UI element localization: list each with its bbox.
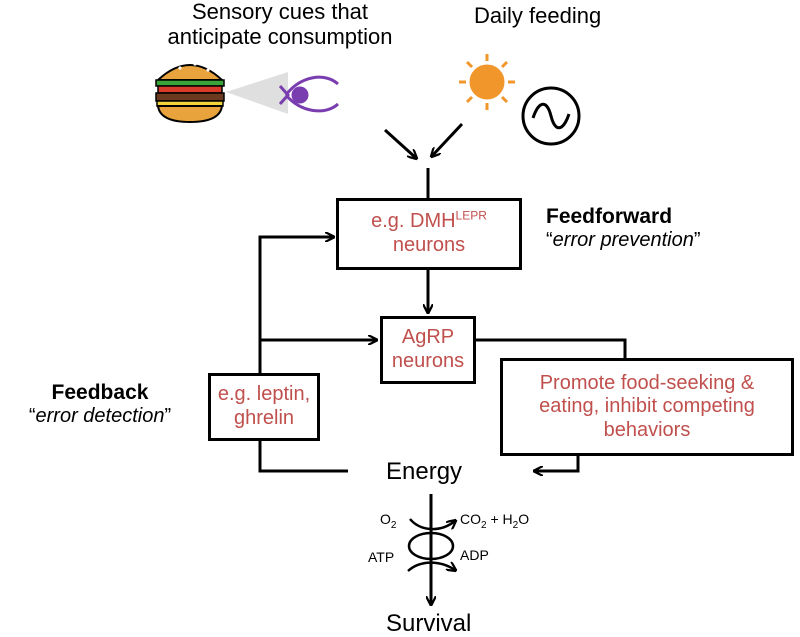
eye-icon [278, 75, 340, 113]
dmh-superscript: LEPR [455, 208, 487, 223]
co2-h2o-label: CO2 + H2O [460, 511, 530, 531]
sensory-cues-label: Sensory cues that anticipate consumption [167, 0, 393, 49]
arrow-promote-to-energy [535, 456, 580, 471]
leptin-line2: ghrelin [233, 407, 295, 429]
leptin-line1: e.g. leptin, [217, 383, 311, 406]
energy-label: Energy [386, 458, 463, 485]
dmh-prefix: e.g. DMH [371, 210, 456, 233]
dmh-neurons-box: e.g. DMHLEPR neurons [336, 198, 522, 270]
leptin-ghrelin-box: e.g. leptin, ghrelin [208, 373, 320, 441]
clock-wave-icon [521, 86, 581, 146]
feedforward-subtitle: “error prevention” [546, 228, 701, 251]
o2-to-co2-curve [409, 518, 455, 531]
metabolic-cycle-ellipse [407, 531, 455, 561]
agrp-line2: neurons [391, 350, 465, 372]
promote-line1: Promote food-seeking & [539, 371, 755, 394]
arrow-sensory-input [383, 128, 416, 158]
feedback-title: Feedback [51, 381, 149, 404]
sun-icon [459, 54, 515, 110]
feedback-subtitle: “error detection” [28, 404, 172, 427]
adp-label: ADP [460, 547, 489, 563]
line-agrp-to-promote [474, 338, 627, 358]
sight-cone [226, 72, 288, 114]
promote-line3: behaviors [603, 418, 691, 441]
survival-label: Survival [386, 610, 472, 637]
promote-food-seeking-box: Promote food-seeking & eating, inhibit c… [500, 358, 794, 456]
moon-icon [582, 54, 622, 104]
daily-feeding-label: Daily feeding [474, 3, 602, 28]
dmh-line2: neurons [392, 234, 466, 256]
arrow-daily-input [432, 122, 464, 156]
feedforward-title: Feedforward [546, 205, 673, 228]
feedback-loop-to-dmh [258, 237, 348, 473]
feedback-label: Feedback “error detection” [0, 381, 200, 427]
agrp-line1: AgRP [401, 326, 455, 349]
feedforward-label: Feedforward “error prevention” [546, 205, 701, 251]
agrp-neurons-box: AgRP neurons [380, 316, 476, 384]
atp-label: ATP [368, 549, 395, 565]
atp-to-adp-curve [407, 561, 455, 571]
burger-icon [155, 62, 225, 124]
o2-label: O2 [380, 511, 397, 531]
promote-line2: eating, inhibit competing [539, 395, 755, 418]
